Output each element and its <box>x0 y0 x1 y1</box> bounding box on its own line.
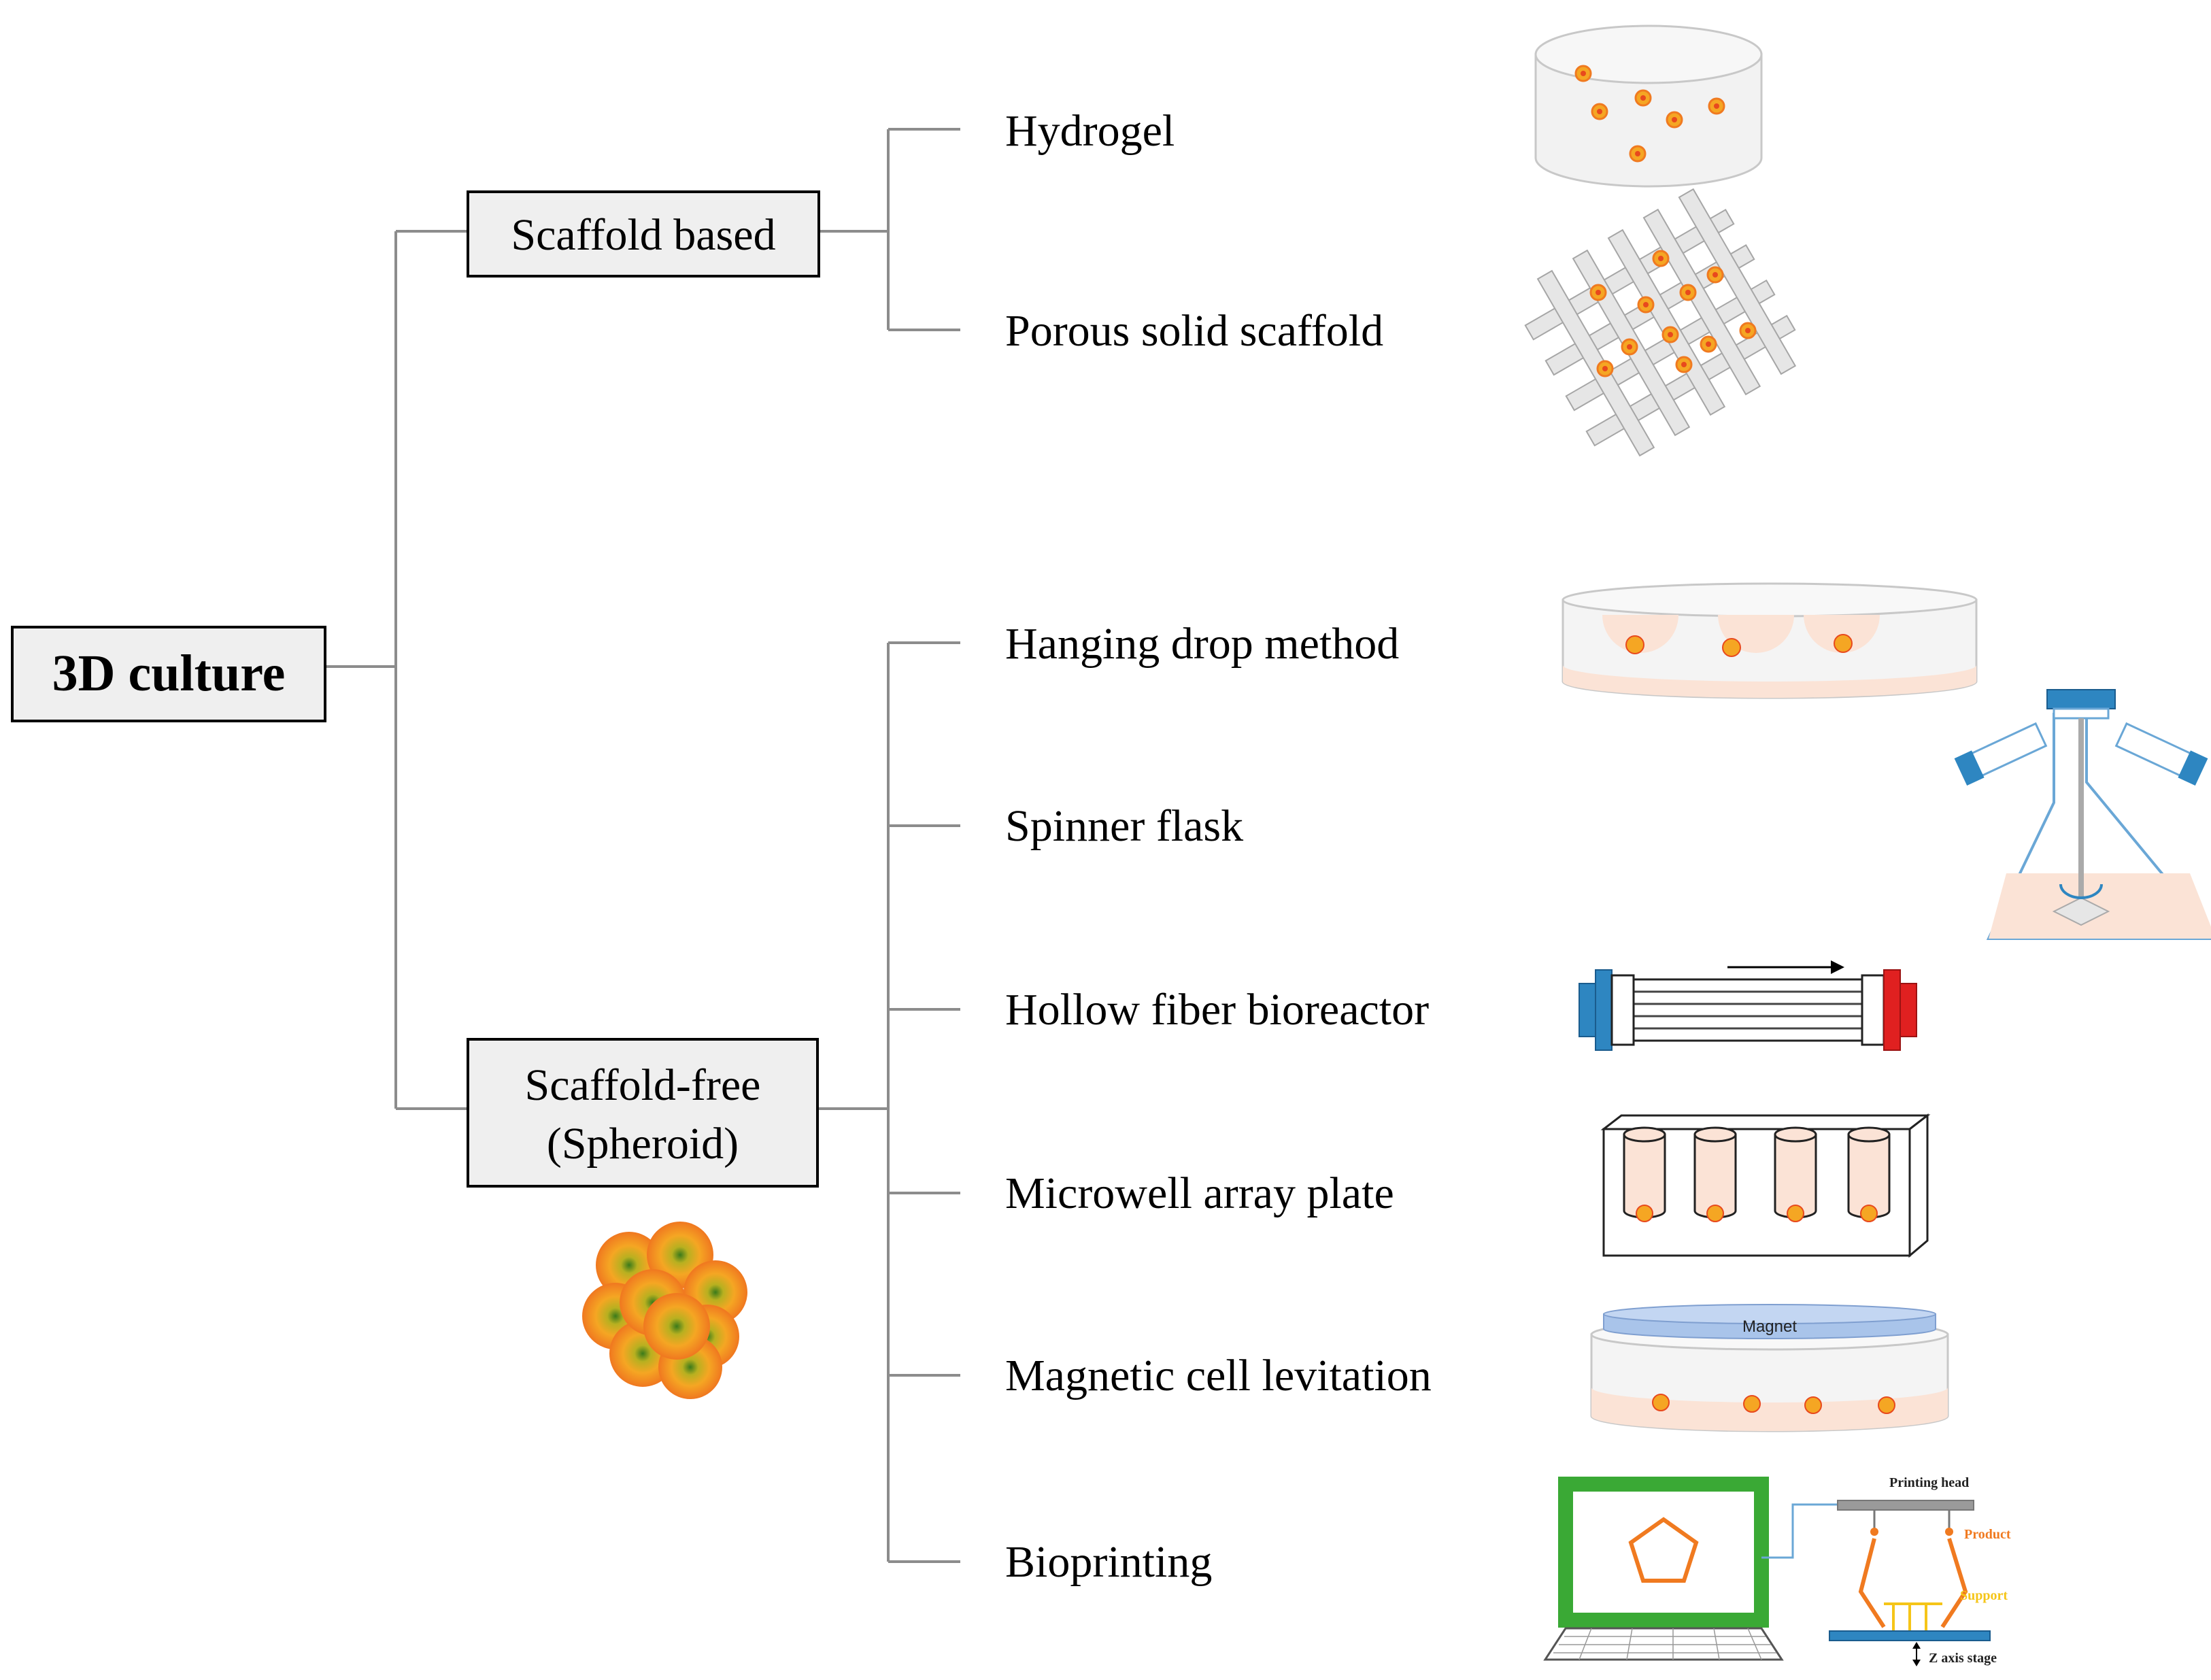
root-label: 3D culture <box>52 645 286 702</box>
method-bioprinting: Bioprinting <box>1005 1537 1212 1587</box>
method-porous-solid-scaffold: Porous solid scaffold <box>1005 306 1383 356</box>
z-axis-label: Z axis stage <box>1929 1651 1997 1666</box>
magnet-label: Magnet <box>1742 1317 1797 1336</box>
magnetic-levitation-illustration: Magnet <box>1590 1304 1949 1432</box>
method-hanging-drop: Hanging drop method <box>1005 619 1399 669</box>
microwell-illustration <box>1600 1113 1931 1258</box>
root-node: 3D culture <box>11 626 326 722</box>
method-microwell: Microwell array plate <box>1005 1169 1394 1218</box>
branch-label-line-2: (Spheroid) <box>547 1119 739 1169</box>
method-labels: Hydrogel Porous solid scaffold Hanging d… <box>1005 106 1432 1587</box>
tree-connectors <box>325 128 960 1563</box>
spheroid-illustration <box>582 1222 747 1399</box>
branch-label-line-1: Scaffold-free <box>525 1060 761 1110</box>
hydrogel-illustration <box>1534 24 1763 188</box>
branch-scaffold-based: Scaffold based <box>467 190 820 278</box>
branch-scaffold-free: Scaffold-free (Spheroid) <box>467 1038 819 1188</box>
method-hollow-fiber: Hollow fiber bioreactor <box>1005 985 1429 1035</box>
porous-scaffold-illustration <box>1524 188 1797 457</box>
hollow-fiber-illustration <box>1579 960 1917 1051</box>
bioprinting-illustration: Printing head Product Support Z axis sta… <box>1543 1475 2011 1666</box>
method-hydrogel: Hydrogel <box>1005 106 1175 156</box>
printing-head-label: Printing head <box>1889 1475 1969 1490</box>
product-label: Product <box>1964 1527 2011 1542</box>
support-label: Support <box>1960 1588 2008 1603</box>
method-spinner-flask: Spinner flask <box>1005 801 1243 851</box>
hanging-drop-illustration <box>1562 582 1978 699</box>
method-magnetic-levitation: Magnetic cell levitation <box>1005 1351 1432 1400</box>
spinner-flask-illustration <box>1954 689 2211 940</box>
branch-label: Scaffold based <box>511 210 775 260</box>
